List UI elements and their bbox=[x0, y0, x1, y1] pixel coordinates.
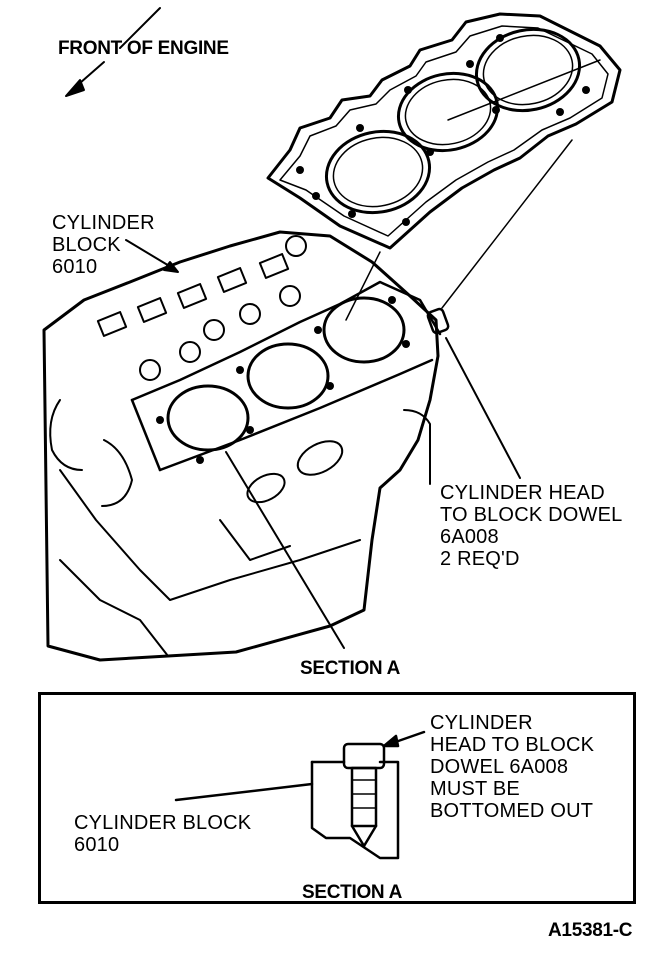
head-gasket bbox=[266, 12, 622, 250]
inset-dowel-line-2: HEAD TO BLOCK bbox=[430, 734, 595, 756]
inset-dowel-line-5: BOTTOMED OUT bbox=[430, 800, 594, 822]
inset-cylinder-block-line-1: CYLINDER BLOCK bbox=[74, 812, 252, 834]
inset-section-a-label: SECTION A bbox=[302, 882, 403, 903]
dowel-line-3: 6A008 bbox=[440, 526, 499, 548]
inset-dowel-line-3: DOWEL 6A008 bbox=[430, 756, 569, 778]
figure-id: A15381-C bbox=[548, 920, 633, 941]
front-of-engine-label: FRONT OF ENGINE bbox=[58, 38, 229, 59]
cylinder-block-line-2: BLOCK bbox=[52, 234, 121, 256]
inset-dowel-line-4: MUST BE bbox=[430, 778, 520, 800]
inset-dowel-note: CYLINDER HEAD TO BLOCK DOWEL 6A008 MUST … bbox=[430, 712, 594, 822]
cylinder-block-line-3: 6010 bbox=[52, 256, 98, 278]
inset-cylinder-block-label: CYLINDER BLOCK 6010 bbox=[74, 812, 251, 856]
dowel-pin bbox=[426, 307, 450, 335]
dowel-line-4: 2 REQ'D bbox=[440, 548, 520, 570]
section-a-inset-frame bbox=[38, 692, 636, 904]
dowel-label: CYLINDER HEAD TO BLOCK DOWEL 6A008 2 REQ… bbox=[440, 482, 622, 570]
section-a-detail bbox=[174, 730, 426, 860]
section-a-label: SECTION A bbox=[300, 658, 401, 679]
cylinder-block-label: CYLINDER BLOCK 6010 bbox=[52, 212, 155, 278]
inset-dowel-line-1: CYLINDER bbox=[430, 712, 533, 734]
dowel-leader bbox=[445, 337, 521, 479]
dowel-line-1: CYLINDER HEAD bbox=[440, 482, 605, 504]
cylinder-block bbox=[42, 230, 442, 662]
section-a-leader bbox=[225, 451, 345, 649]
dowel-line-2: TO BLOCK DOWEL bbox=[440, 504, 623, 526]
cylinder-block-line-1: CYLINDER bbox=[52, 212, 155, 234]
inset-cylinder-block-line-2: 6010 bbox=[74, 834, 120, 856]
front-direction-arrow bbox=[65, 7, 161, 97]
